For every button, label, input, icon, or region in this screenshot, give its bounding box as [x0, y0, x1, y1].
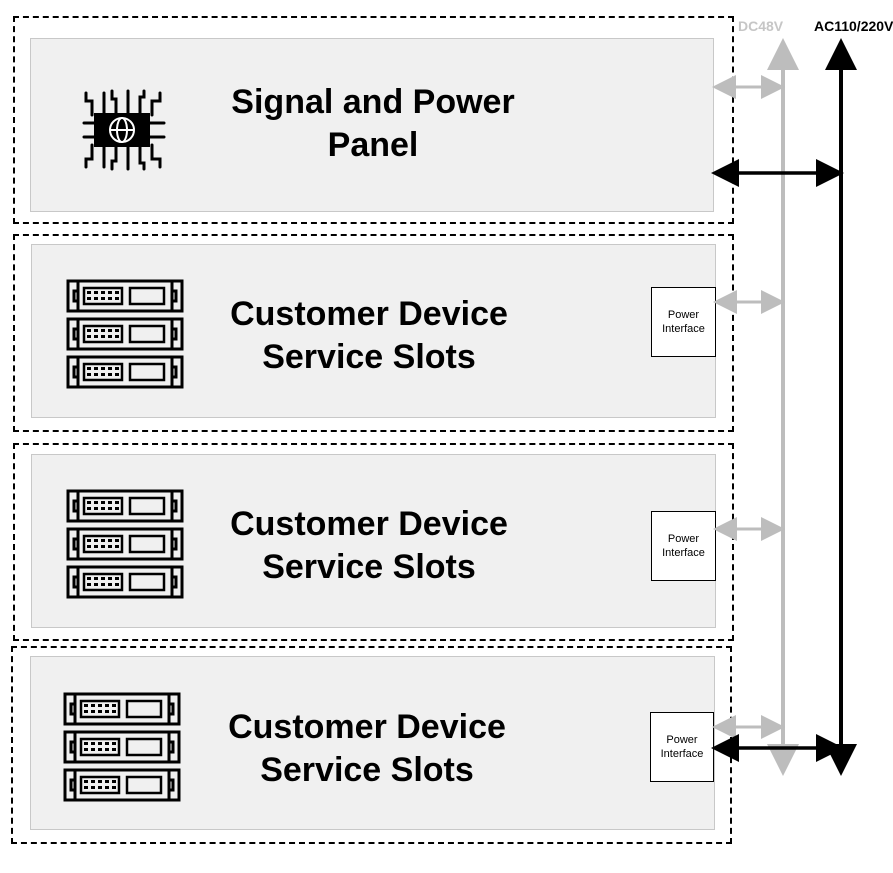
service-slots-panel-2 — [31, 454, 716, 628]
interface-line-1: Power — [667, 533, 700, 545]
interface-line-2: Interface — [662, 547, 705, 559]
title-line-1: Customer Device — [228, 708, 506, 746]
section-3-title: Customer Device Service Slots — [190, 503, 548, 589]
interface-line-2: Interface — [662, 323, 705, 335]
title-line-2: Service Slots — [262, 548, 476, 586]
server-rack-icon — [63, 692, 181, 802]
title-line-1: Signal and Power — [231, 83, 515, 121]
power-interface-box: Power Interface — [651, 287, 716, 357]
chip-globe-icon — [82, 89, 166, 171]
server-rack-icon — [66, 279, 184, 389]
section-2-title: Customer Device Service Slots — [190, 293, 548, 379]
section-3-boundary — [13, 443, 734, 641]
section-1-boundary — [13, 16, 734, 224]
section-1-title: Signal and Power Panel — [190, 81, 556, 167]
interface-line-1: Power — [666, 734, 698, 746]
power-interface-box: Power Interface — [651, 511, 716, 581]
title-line-2: Service Slots — [262, 338, 476, 376]
section-4-title: Customer Device Service Slots — [188, 706, 546, 792]
server-rack-icon — [66, 489, 184, 599]
section-2-boundary — [13, 234, 734, 432]
dc48v-bus-label: DC48V — [738, 18, 784, 34]
interface-line-2: Interface — [660, 748, 704, 760]
title-line-2: Service Slots — [260, 751, 474, 789]
power-interface-box: Power Interface — [650, 712, 714, 782]
interface-line-1: Power — [667, 309, 700, 321]
title-line-1: Customer Device — [230, 505, 508, 543]
service-slots-panel-1 — [31, 244, 716, 418]
ac-bus-label: AC110/220V — [814, 18, 893, 34]
title-line-1: Customer Device — [230, 295, 508, 333]
title-line-2: Panel — [327, 126, 419, 164]
